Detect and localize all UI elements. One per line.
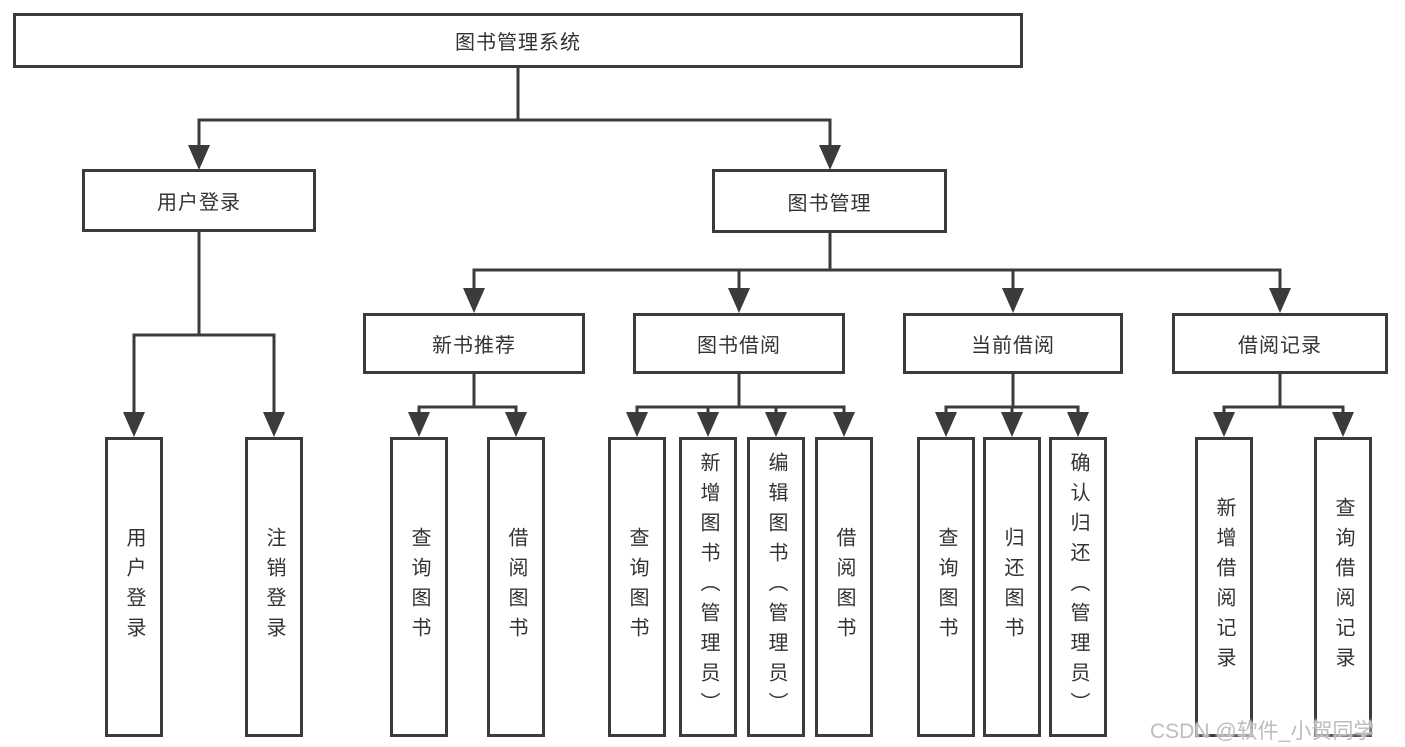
arrowheads [123,145,1354,437]
node-leaf-edit-books-admin: 编辑图书（管理员） [747,437,805,737]
node-label: 确认归还（管理员） [1067,452,1089,722]
node-label: 图书管理系统 [455,32,581,54]
node-label: 借阅图书 [505,527,527,647]
node-leaf-borrow-books: 借阅图书 [815,437,873,737]
node-label: 用户登录 [123,527,145,647]
node-label: 图书管理 [787,192,872,215]
csdn-watermark: CSDN @软件_小贺同学 [1150,720,1375,743]
node-label: 用户登录 [157,192,241,214]
node-leaf-query-books-current: 查询图书 [917,437,975,737]
node-leaf-query-books-recommend: 查询图书 [390,437,448,737]
node-leaf-add-books-admin: 新增图书（管理员） [679,437,737,737]
node-label: 注销登录 [263,527,285,647]
node-leaf-borrow-books-recommend: 借阅图书 [487,437,545,737]
node-library-system: 图书管理系统 [13,13,1023,68]
node-leaf-logout: 注销登录 [245,437,303,737]
node-label: 查询图书 [935,527,957,647]
node-new-book-recommend: 新书推荐 [363,313,585,374]
node-current-borrow: 当前借阅 [903,313,1123,374]
node-label: 查询借阅记录 [1332,497,1354,677]
node-leaf-return-books: 归还图书 [983,437,1041,737]
node-label: 新增图书（管理员） [697,452,719,722]
node-label: 新书推荐 [432,335,516,357]
node-label: 借阅记录 [1238,335,1322,357]
node-leaf-confirm-return-admin: 确认归还（管理员） [1049,437,1107,737]
node-book-borrow: 图书借阅 [633,313,845,374]
node-label: 编辑图书（管理员） [765,452,787,722]
node-label: 新增借阅记录 [1213,497,1235,677]
node-leaf-add-borrow-record: 新增借阅记录 [1195,437,1253,737]
node-user-login: 用户登录 [82,169,316,232]
node-label: 借阅图书 [833,527,855,647]
node-label: 查询图书 [408,527,430,647]
node-leaf-user-login: 用户登录 [105,437,163,737]
node-label: 图书借阅 [697,335,781,357]
node-book-management: 图书管理 [712,169,947,233]
node-leaf-query-books-borrow: 查询图书 [608,437,666,737]
node-borrow-records: 借阅记录 [1172,313,1388,374]
node-label: 当前借阅 [971,335,1055,357]
node-label: 查询图书 [626,527,648,647]
node-label: 归还图书 [1001,527,1023,647]
node-leaf-query-borrow-record: 查询借阅记录 [1314,437,1372,737]
